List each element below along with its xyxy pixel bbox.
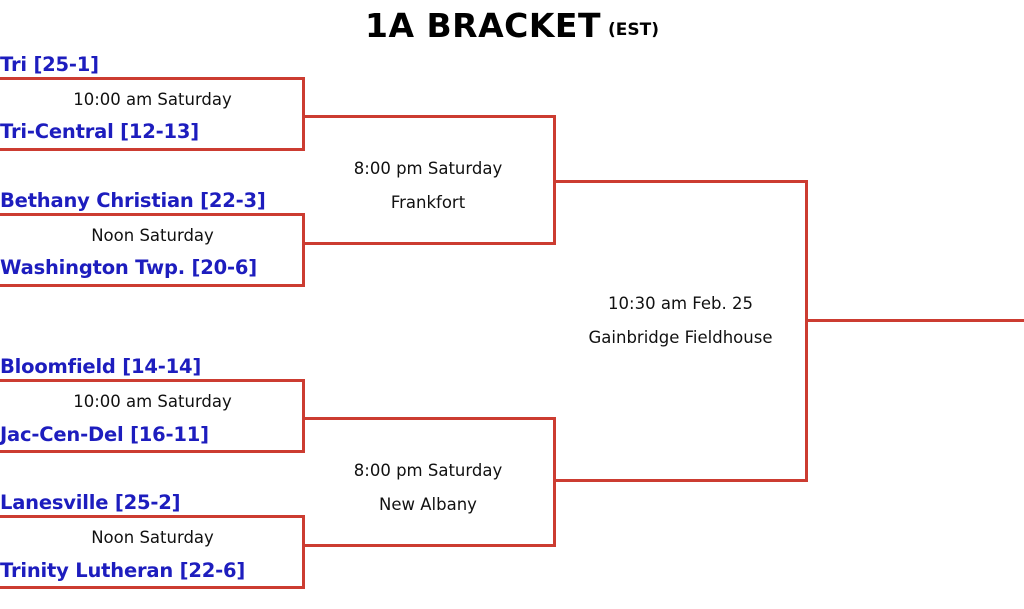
team-label-qf4-bottom: Trinity Lutheran [22-6] (0, 559, 246, 582)
team-label-qf4-top: Lanesville [25-2] (0, 491, 181, 514)
game-box-qf1[interactable] (0, 77, 305, 151)
game-time-sf1: 8:00 pm Saturday (353, 159, 503, 178)
connector-qf4-to-sf2 (305, 544, 556, 547)
team-label-qf3-bottom: Jac-Cen-Del [16-11] (0, 423, 209, 446)
connector-qf1-to-sf1 (305, 115, 556, 118)
game-site-final: Gainbridge Fieldhouse (588, 328, 773, 347)
connector-qf2-to-sf1 (305, 242, 556, 245)
connector-qf3-to-sf2 (305, 417, 556, 420)
game-time-qf4: Noon Saturday (91, 528, 214, 547)
bracket-joint-final (805, 180, 808, 482)
game-time-qf2: Noon Saturday (91, 226, 214, 245)
team-label-qf1-top: Tri [25-1] (0, 53, 99, 76)
connector-sf1-to-final (556, 180, 808, 183)
game-time-qf3: 10:00 am Saturday (73, 392, 232, 411)
page-title-timezone: (EST) (607, 20, 659, 40)
game-site-sf1: Frankfort (390, 193, 466, 212)
team-label-qf2-bottom: Washington Twp. [20-6] (0, 256, 257, 279)
bracket-joint-sf2 (553, 417, 556, 547)
game-time-final: 10:30 am Feb. 25 (608, 294, 753, 313)
game-box-qf2[interactable] (0, 213, 305, 287)
team-label-qf3-top: Bloomfield [14-14] (0, 355, 202, 378)
connector-sf2-to-final (556, 479, 808, 482)
page-title-main: 1A BRACKET (365, 6, 601, 45)
game-box-qf4[interactable] (0, 515, 305, 589)
game-time-sf2: 8:00 pm Saturday (353, 461, 503, 480)
connector-final-to-champion (808, 319, 1024, 322)
bracket-joint-sf1 (553, 115, 556, 245)
page-title: 1A BRACKET (EST) (0, 6, 1024, 45)
game-time-qf1: 10:00 am Saturday (73, 90, 232, 109)
team-label-qf1-bottom: Tri-Central [12-13] (0, 120, 199, 143)
game-site-sf2: New Albany (379, 495, 477, 514)
game-box-qf3[interactable] (0, 379, 305, 453)
team-label-qf2-top: Bethany Christian [22-3] (0, 189, 266, 212)
